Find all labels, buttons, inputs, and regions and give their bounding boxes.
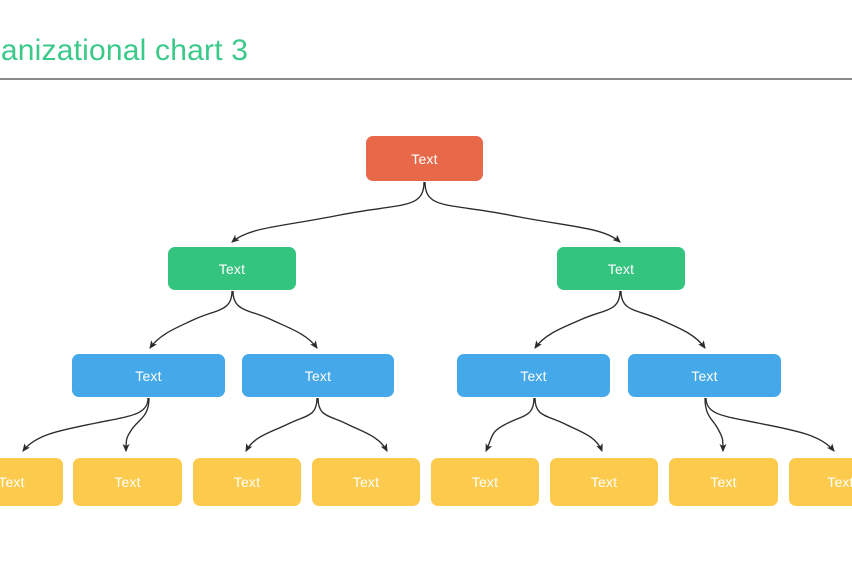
org-node-level3-6[interactable]: Text	[550, 458, 658, 506]
edge-group	[22, 181, 835, 453]
org-node-label: Text	[0, 474, 25, 490]
org-node-label: Text	[114, 474, 141, 490]
edge-n1-n4	[232, 290, 318, 349]
org-node-level2-2[interactable]: Text	[242, 354, 394, 397]
edge-n0-n2	[424, 181, 621, 243]
edge-n6-n14	[705, 397, 835, 452]
page-title: ganizational chart 3	[0, 34, 249, 67]
edge-n3-n7	[22, 397, 149, 452]
edge-n6-n13	[704, 397, 727, 453]
org-node-label: Text	[352, 474, 380, 490]
org-node-level3-1[interactable]: Text	[0, 458, 63, 506]
slide-header: ganizational chart 3	[0, 0, 852, 80]
org-node-level1-right[interactable]: Text	[557, 247, 685, 290]
org-node-label: Text	[304, 367, 332, 384]
edge-n2-n6	[620, 290, 706, 349]
org-node-label: Text	[218, 260, 246, 277]
org-node-label: Text	[590, 474, 618, 490]
edge-n5-n11	[485, 397, 535, 452]
org-node-label: Text	[691, 367, 718, 384]
edge-n5-n12	[534, 397, 603, 453]
org-node-label: Text	[135, 367, 162, 384]
org-node-label: Text	[607, 260, 635, 277]
org-node-level3-5[interactable]: Text	[431, 458, 539, 506]
org-node-level3-2[interactable]: Text	[73, 458, 182, 506]
edge-n0-n1	[231, 181, 425, 243]
org-node-level3-4[interactable]: Text	[312, 458, 420, 506]
org-node-root[interactable]: Text	[366, 136, 483, 181]
org-node-level2-1[interactable]: Text	[72, 354, 225, 397]
edge-n4-n9	[245, 397, 318, 452]
org-node-label: Text	[710, 474, 737, 490]
org-node-level2-3[interactable]: Text	[457, 354, 610, 397]
org-node-label: Text	[471, 474, 499, 490]
org-node-level3-8[interactable]: Text	[789, 458, 852, 506]
edge-n2-n5	[534, 290, 621, 349]
header-divider	[0, 78, 852, 80]
edge-n4-n10	[317, 397, 388, 452]
org-node-label: Text	[411, 150, 438, 167]
org-node-label: Text	[827, 474, 852, 490]
org-node-level3-3[interactable]: Text	[193, 458, 301, 506]
edge-n3-n8	[122, 397, 150, 453]
org-node-level3-7[interactable]: Text	[669, 458, 778, 506]
connector-layer	[22, 181, 835, 453]
org-node-label: Text	[233, 474, 261, 490]
org-node-level2-4[interactable]: Text	[628, 354, 781, 397]
org-node-label: Text	[520, 367, 547, 384]
org-node-level1-left[interactable]: Text	[168, 247, 296, 290]
org-chart-canvas: Text Text Text Text Text Text Text Text …	[0, 79, 852, 576]
edge-n1-n3	[149, 290, 233, 349]
